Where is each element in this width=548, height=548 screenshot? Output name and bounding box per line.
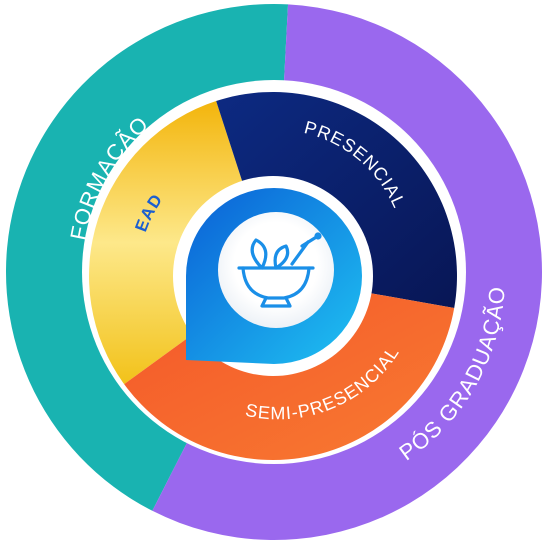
outer-segment-pos-graduacao [152, 4, 542, 540]
inner-segment-ead [88, 101, 249, 385]
center-circle [218, 212, 334, 328]
mortar-pestle-icon [237, 232, 322, 308]
center-badge [186, 188, 362, 364]
